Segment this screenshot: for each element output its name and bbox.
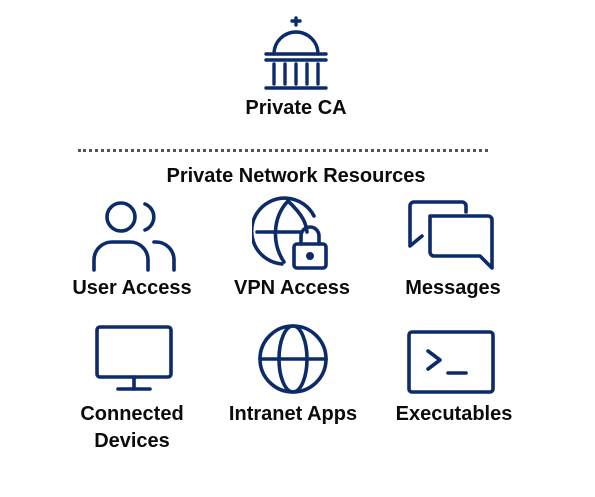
terminal-icon (404, 327, 498, 397)
chat-bubbles-icon (402, 196, 500, 274)
connected-devices-label: Connected Devices (46, 401, 218, 455)
intranet-apps-label: Intranet Apps (228, 403, 358, 425)
globe-lock-icon (252, 196, 334, 274)
section-title: Private Network Resources (166, 165, 426, 187)
government-building-icon (258, 14, 334, 94)
private-ca-label: Private CA (245, 97, 347, 119)
messages-label: Messages (405, 277, 501, 299)
vpn-access-label: VPN Access (234, 277, 350, 299)
connected-devices-line2: Devices (94, 430, 170, 452)
monitor-icon (92, 322, 176, 394)
connected-devices-line1: Connected (80, 403, 184, 425)
globe-icon (254, 320, 332, 398)
users-icon (88, 196, 180, 274)
section-divider (78, 149, 488, 152)
user-access-label: User Access (72, 277, 192, 299)
executables-label: Executables (395, 403, 513, 425)
